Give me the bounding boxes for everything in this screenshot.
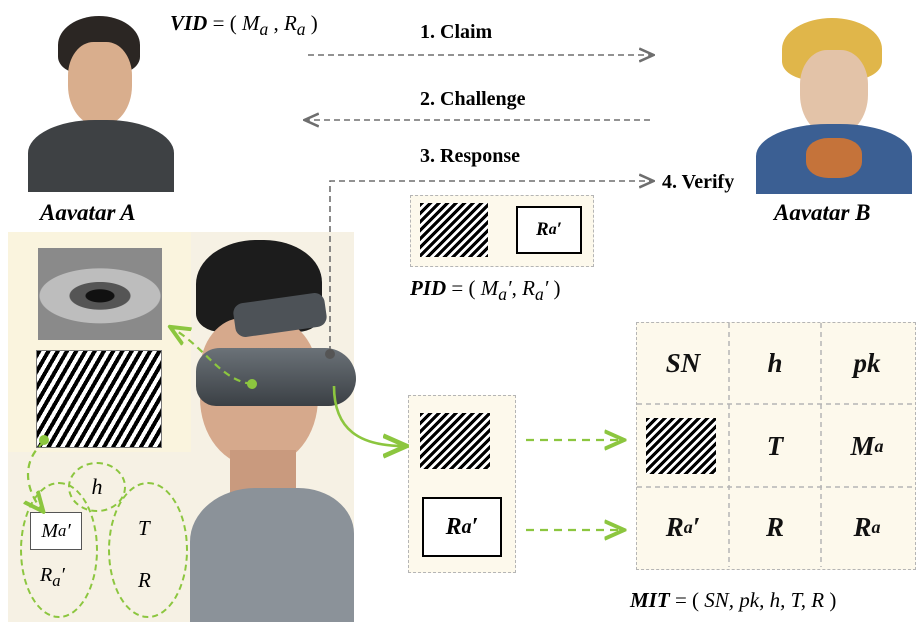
step-response: 3. Response (420, 145, 521, 167)
pid-label: PID (410, 276, 447, 300)
avatar-a-image (18, 8, 180, 192)
mit-cell-h: h (767, 347, 783, 378)
user-shirt (190, 488, 354, 622)
step-challenge: 2. Challenge (420, 88, 526, 110)
avatar-a-name: Aavatar A (40, 200, 136, 225)
mit-label: MIT (630, 588, 670, 612)
eye-image (38, 248, 162, 340)
response-arrow (329, 181, 652, 352)
iriscode-to-features-arrow (28, 441, 44, 510)
vid-equation: VID = ( Ma , Ra ) (170, 11, 318, 40)
mit-equation: MIT = ( SN, pk, h, T, R ) (630, 588, 837, 612)
ra-prime-label: Ra′ (40, 564, 65, 590)
iris-code-image (36, 350, 162, 448)
mit-cell-pk: pk (853, 347, 881, 378)
avatar-b-name: Aavatar B (774, 200, 871, 225)
mit-cell-iris-code (646, 418, 716, 474)
pid-equation: PID = ( Ma′, Ra′ ) (410, 276, 561, 305)
r-label: R (138, 568, 151, 592)
headset-to-extraction-arrow (332, 385, 404, 446)
step-verify: 4. Verify (662, 171, 735, 193)
vid-m: M (241, 11, 260, 35)
vid-label: VID (170, 11, 208, 35)
vid-r: R (283, 11, 297, 35)
t-r-ellipse (108, 482, 188, 618)
step-claim: 1. Claim (420, 21, 493, 43)
headset-to-eye-arrow (172, 328, 253, 386)
mit-cell-sn: SN (665, 347, 701, 378)
extraction-iris-code (420, 413, 490, 469)
mit-cell-r: R (765, 511, 784, 542)
ma-ra-ellipse (20, 482, 98, 618)
pid-iris-code (420, 203, 488, 257)
mit-items: SN, pk, h, T, R (704, 588, 825, 612)
avatar-b-image (752, 8, 916, 194)
t-label: T (138, 516, 150, 540)
mit-cell-t: T (766, 430, 784, 461)
